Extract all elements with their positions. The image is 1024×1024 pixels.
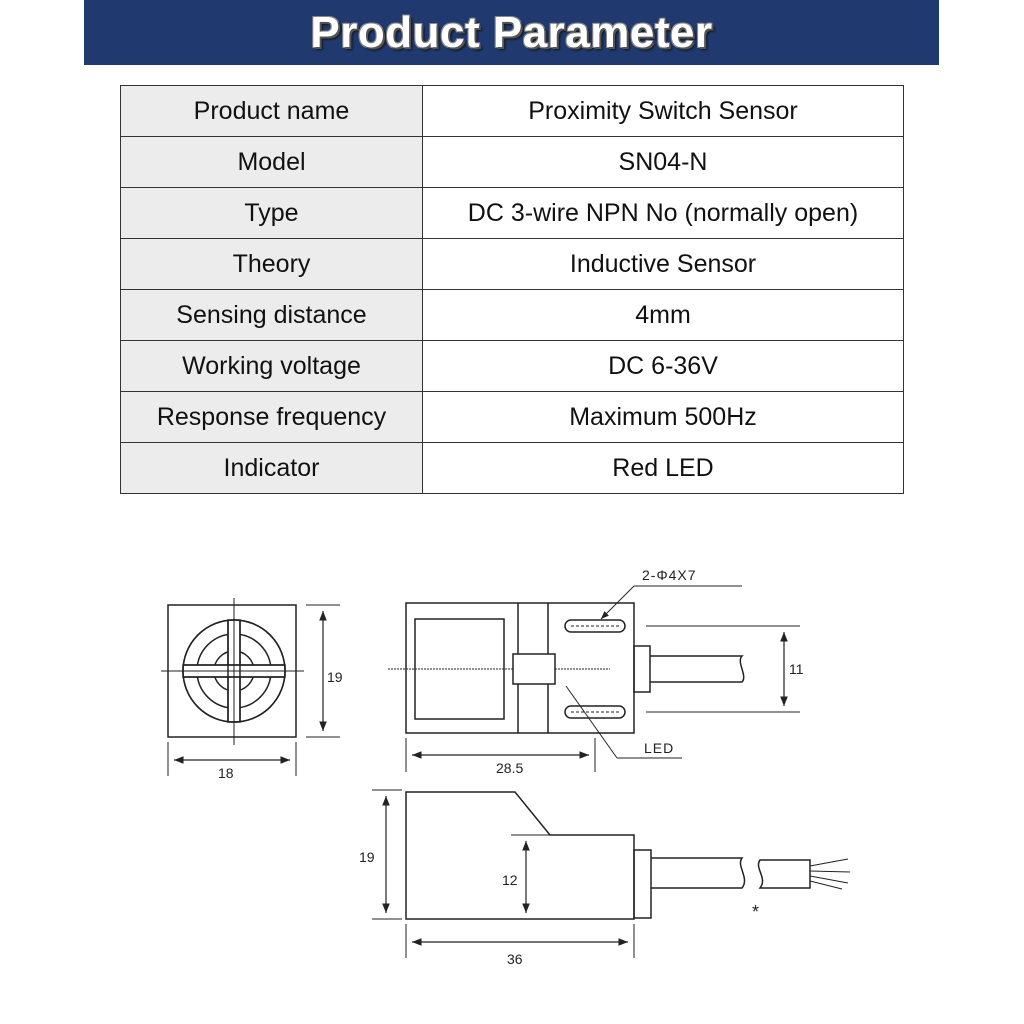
side-note-mark: * <box>752 902 759 922</box>
table-row: Theory Inductive Sensor <box>120 238 904 290</box>
side-length-label: 36 <box>507 951 523 967</box>
side-cable <box>651 857 746 889</box>
cable-end <box>757 859 811 889</box>
param-key: Sensing distance <box>120 289 423 341</box>
table-row: Response frequency Maximum 500Hz <box>120 391 904 443</box>
param-value: Red LED <box>422 442 904 494</box>
side-inner-height-label: 12 <box>502 872 518 888</box>
led-label: LED <box>644 740 674 756</box>
param-value: 4mm <box>422 289 904 341</box>
table-row: Indicator Red LED <box>120 442 904 494</box>
title-banner: Product Parameter <box>84 0 939 65</box>
param-key: Working voltage <box>120 340 423 392</box>
cable-gland <box>633 645 651 693</box>
parameter-table: Product name Proximity Switch Sensor Mod… <box>120 85 904 494</box>
side-cable-gland <box>633 849 652 919</box>
param-value: DC 3-wire NPN No (normally open) <box>422 187 904 239</box>
front-height-label: 19 <box>327 669 343 685</box>
table-row: Product name Proximity Switch Sensor <box>120 85 904 137</box>
param-value: Inductive Sensor <box>422 238 904 290</box>
mounting-slot-bottom <box>564 705 626 719</box>
mounting-slot-top <box>564 619 626 633</box>
front-width-label: 18 <box>218 765 234 781</box>
table-row: Sensing distance 4mm <box>120 289 904 341</box>
front-view <box>161 598 340 776</box>
top-spacing-label: 11 <box>789 661 804 677</box>
page-title: Product Parameter <box>310 7 713 57</box>
param-value: Proximity Switch Sensor <box>422 85 904 137</box>
param-key: Product name <box>120 85 423 137</box>
param-key: Theory <box>120 238 423 290</box>
top-view <box>388 585 800 772</box>
hole-callout-label: 2-Φ4X7 <box>642 567 697 583</box>
param-key: Type <box>120 187 423 239</box>
param-value: Maximum 500Hz <box>422 391 904 443</box>
side-view <box>372 789 851 958</box>
table-row: Type DC 3-wire NPN No (normally open) <box>120 187 904 239</box>
cable <box>650 655 745 683</box>
top-length-label: 28.5 <box>496 760 523 776</box>
led-window <box>512 653 556 685</box>
side-height-label: 19 <box>359 849 375 865</box>
side-body-outline <box>405 791 635 920</box>
param-key: Indicator <box>120 442 423 494</box>
